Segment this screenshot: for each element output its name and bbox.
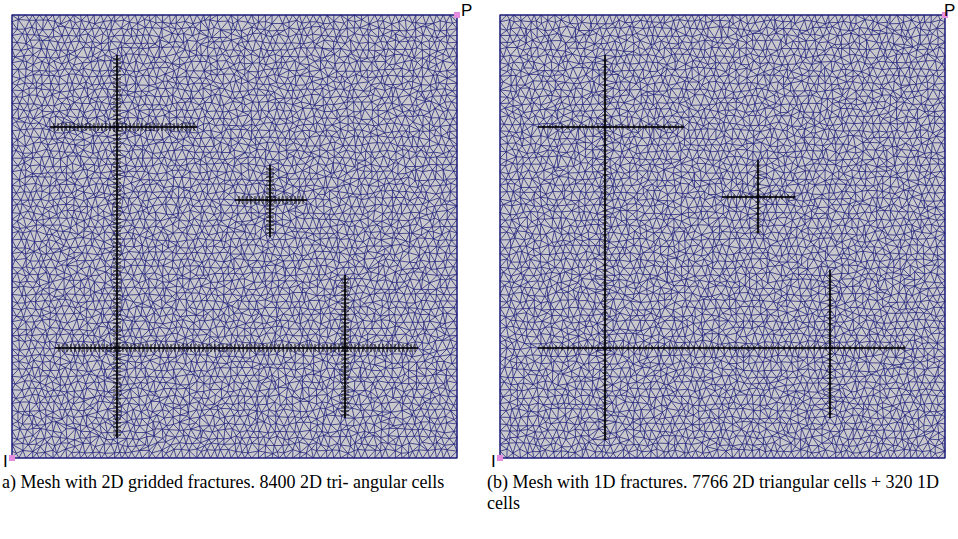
well-label: I: [491, 453, 496, 470]
triangle-mesh: [12, 15, 457, 458]
fracture-line: [604, 55, 606, 440]
well-marker: [497, 455, 503, 461]
well-label: P: [944, 2, 955, 19]
mesh-panel: [9, 12, 460, 461]
figure-caption: a) Mesh with 2D gridded fractures. 8400 …: [2, 472, 484, 493]
fracture-line: [50, 126, 197, 128]
fracture-ticks: [113, 59, 121, 435]
fracture-ticks: [266, 169, 274, 233]
triangle-mesh: [500, 15, 945, 458]
fracture-line: [55, 347, 418, 349]
well-marker: [9, 455, 15, 461]
fracture-ticks: [54, 123, 194, 131]
mesh-ground: [500, 15, 945, 458]
domain-border: [12, 15, 457, 458]
fracture-ticks: [341, 279, 349, 415]
mesh-ground: [12, 15, 457, 458]
figure-caption: (b) Mesh with 1D fractures. 7766 2D tria…: [487, 472, 953, 514]
fracture-ticks: [544, 125, 682, 130]
fracture-ticks: [828, 276, 833, 414]
fracture-set: [538, 55, 905, 440]
fracture-line: [757, 160, 759, 233]
well-marker: [454, 12, 460, 18]
domain-border: [500, 15, 945, 458]
well-label: I: [3, 453, 8, 470]
fracture-ticks: [544, 346, 904, 351]
fracture-line: [538, 126, 684, 128]
fracture-line: [116, 55, 118, 438]
fracture-ticks: [59, 344, 415, 352]
fracture-ticks: [603, 61, 608, 439]
fracture-ticks: [756, 166, 761, 232]
fracture-set: [50, 55, 418, 438]
well-label: P: [461, 2, 472, 19]
fracture-line: [344, 275, 346, 418]
fracture-ticks: [728, 195, 794, 200]
mesh-panel: [497, 12, 948, 461]
